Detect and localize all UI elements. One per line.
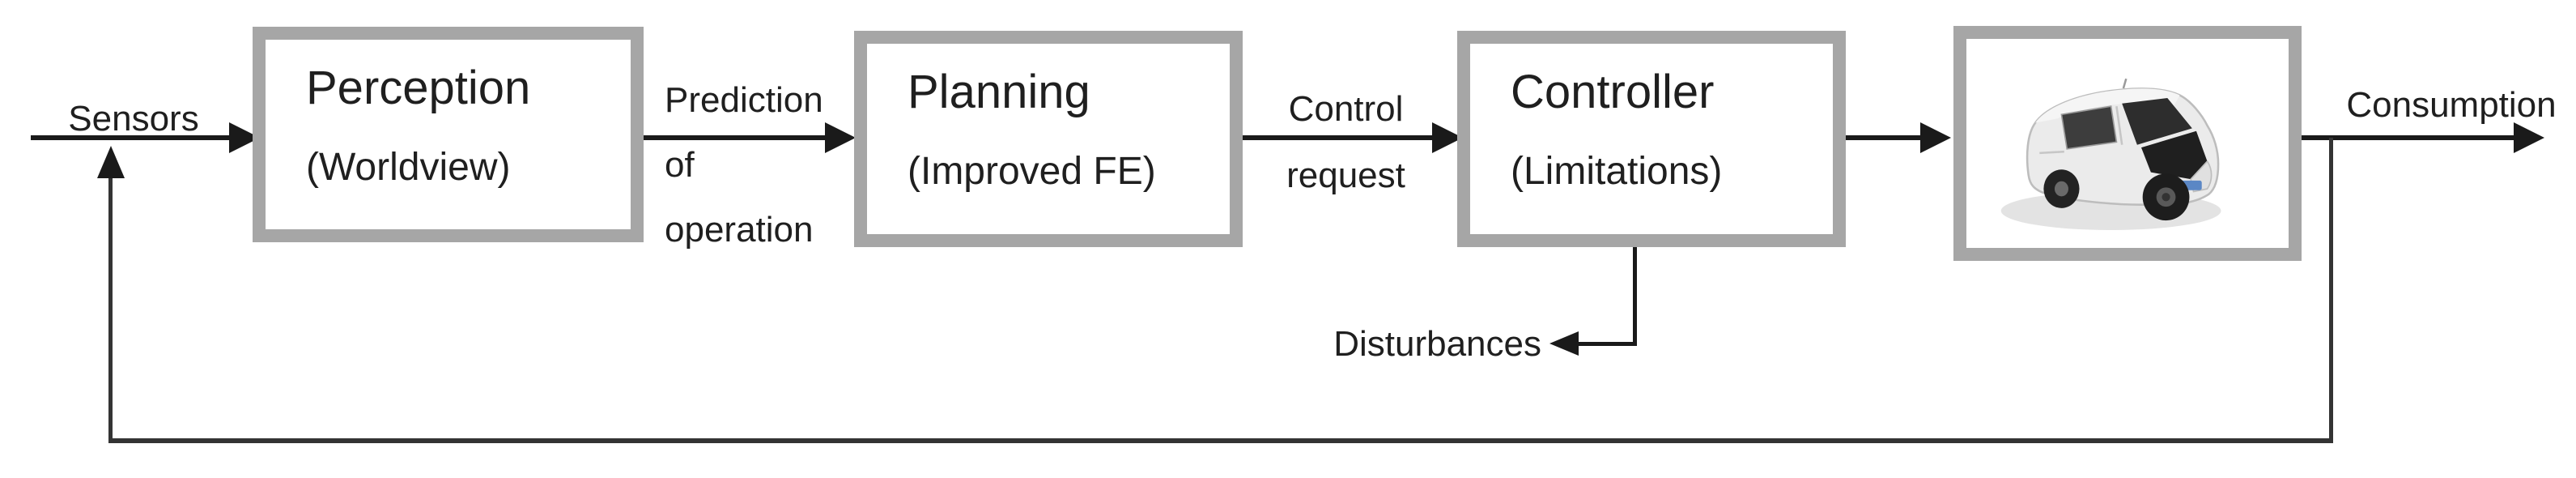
- consumption-arrow-line: [2302, 135, 2515, 140]
- feedback-left-line: [108, 177, 113, 443]
- prediction-label-line3: operation: [665, 210, 814, 250]
- prediction-label-line1: Prediction: [665, 80, 823, 120]
- disturbances-drop-line: [1633, 247, 1637, 344]
- controller-to-vehicle-arrowhead-icon: [1920, 122, 1951, 153]
- planning-title: Planning: [908, 66, 1090, 118]
- feedback-right-line: [2329, 138, 2333, 443]
- perception-block: Perception (Worldview): [253, 27, 644, 242]
- control-request-label: Control request: [1259, 76, 1433, 209]
- controller-to-vehicle-line: [1846, 135, 1921, 140]
- disturbances-horizontal-line: [1577, 342, 1637, 346]
- control-request-arrow-line: [1243, 135, 1435, 140]
- prediction-label: Prediction of operation: [665, 68, 867, 262]
- control-request-label-line1: Control: [1288, 89, 1404, 129]
- sensors-arrow-line: [31, 135, 231, 140]
- prediction-arrowhead-icon: [825, 122, 856, 153]
- feedback-bottom-line: [108, 438, 2333, 443]
- planning-subtitle: (Improved FE): [908, 150, 1156, 193]
- sensors-label: Sensors: [68, 99, 199, 139]
- vehicle-block: [1953, 26, 2302, 261]
- consumption-arrowhead-icon: [2514, 122, 2544, 153]
- controller-title: Controller: [1511, 66, 1715, 118]
- prediction-label-line2: of: [665, 145, 695, 185]
- perception-title: Perception: [306, 62, 531, 114]
- controller-block: Controller (Limitations): [1457, 31, 1846, 247]
- planning-block: Planning (Improved FE): [854, 31, 1243, 247]
- consumption-label: Consumption: [2346, 85, 2557, 125]
- van-icon: [2000, 78, 2221, 231]
- feedback-up-arrowhead-icon: [97, 146, 125, 178]
- prediction-arrow-line: [644, 135, 827, 140]
- perception-subtitle: (Worldview): [306, 146, 511, 189]
- control-request-label-line2: request: [1286, 156, 1405, 195]
- disturbances-arrowhead-icon: [1549, 331, 1579, 356]
- disturbances-label: Disturbances: [1333, 324, 1541, 364]
- controller-subtitle: (Limitations): [1511, 150, 1723, 193]
